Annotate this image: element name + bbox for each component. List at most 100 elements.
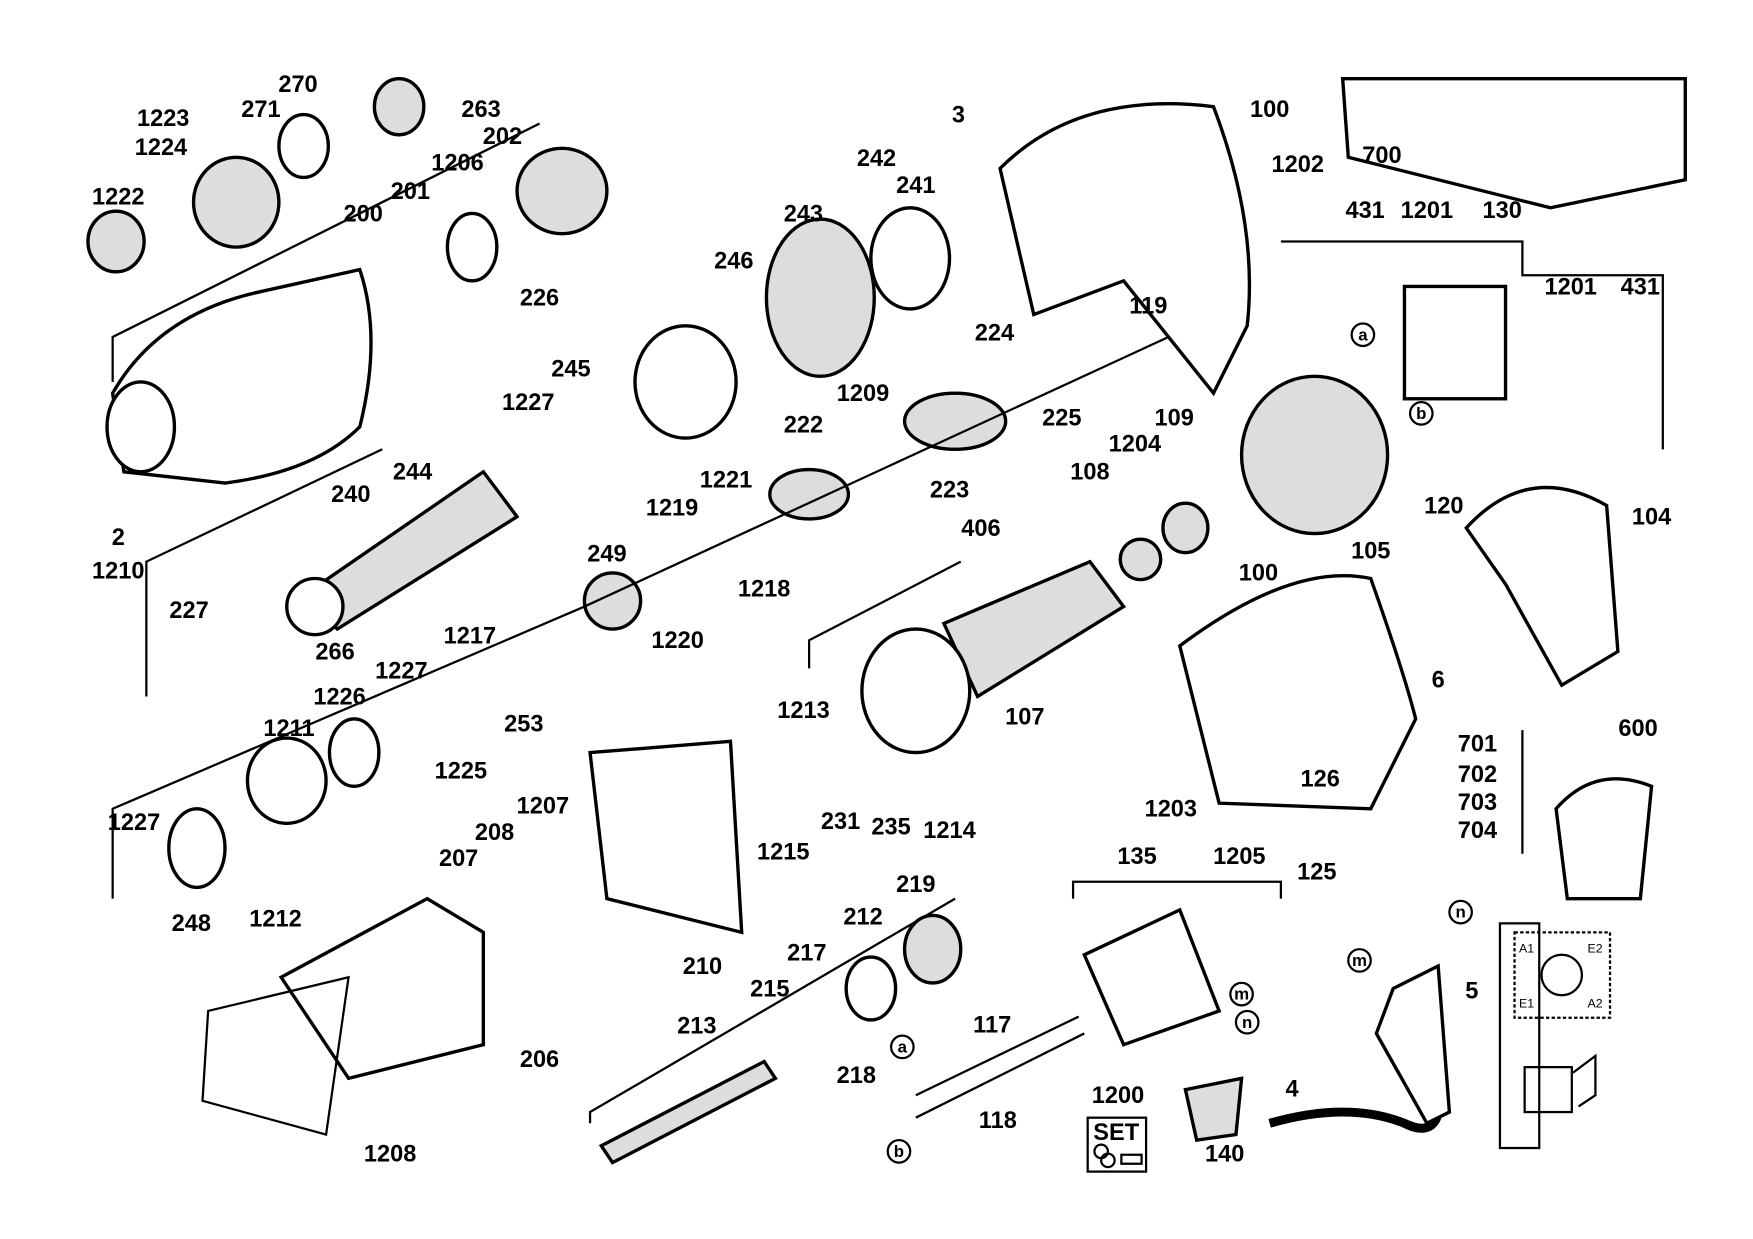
part-number-label: 1207 — [517, 792, 569, 818]
disc-springs-part — [633, 324, 738, 440]
connection-marker-label: m — [1234, 985, 1249, 1004]
connection-marker: m — [1347, 948, 1372, 973]
brush-holder-part — [1402, 284, 1508, 401]
cable-part — [915, 1032, 1085, 1119]
tool-holder-part — [285, 576, 345, 637]
part-number-label: 215 — [750, 975, 789, 1001]
case-part — [1340, 76, 1687, 210]
connection-marker-label: n — [1455, 903, 1465, 922]
part-number-label: 227 — [169, 597, 208, 623]
gear-housing-part — [110, 267, 373, 485]
part-number-label: 1226 — [313, 683, 365, 709]
connection-marker: n — [1234, 1009, 1260, 1035]
part-number-label: 108 — [1070, 459, 1109, 485]
ring-part — [445, 211, 499, 283]
part-number-label: 222 — [784, 411, 823, 437]
part-number-label: 242 — [857, 145, 896, 171]
part-number-label: 1210 — [92, 557, 144, 583]
housing-bore-part — [105, 380, 177, 474]
gear-wheel-part — [902, 913, 963, 985]
part-number-label: 213 — [677, 1012, 716, 1038]
bearing-plate-part — [869, 206, 952, 311]
part-number-label: 231 — [821, 808, 860, 834]
drive-shaft-part — [598, 1059, 778, 1165]
part-number-label: 431 — [1621, 273, 1660, 299]
part-number-label: 202 — [483, 123, 522, 149]
part-number-label: 1215 — [757, 838, 809, 864]
part-number-label: 270 — [278, 71, 317, 97]
part-number-label: 104 — [1632, 504, 1671, 530]
part-number-label: 1205 — [1213, 843, 1265, 869]
capacitor-part — [1183, 1076, 1244, 1143]
part-number-label: 1221 — [700, 467, 752, 493]
connection-marker-label: a — [1358, 325, 1368, 344]
switch-part — [1082, 907, 1222, 1047]
field-coil-part — [1239, 374, 1390, 536]
part-number-label: 249 — [587, 541, 626, 567]
part-number-label: 240 — [331, 481, 370, 507]
part-number-label: 223 — [930, 477, 969, 503]
part-number-label: 1213 — [777, 697, 829, 723]
fan-part — [860, 627, 972, 755]
part-number-label: 120 — [1424, 492, 1463, 518]
part-number-label: 244 — [393, 459, 432, 485]
part-number-label: 100 — [1250, 96, 1289, 122]
part-number-label: 210 — [683, 953, 722, 979]
part-number-label: 248 — [172, 910, 211, 936]
part-number-label: 5 — [1465, 978, 1478, 1004]
gear-housing-cover-part — [278, 896, 486, 1081]
part-number-label: 100 — [1239, 560, 1278, 586]
part-number-label: 704 — [1458, 817, 1497, 843]
gasket-part — [201, 975, 350, 1136]
connection-marker-label: m — [1352, 951, 1367, 970]
part-number-label: 1206 — [431, 150, 483, 176]
part-number-label: 119 — [1129, 292, 1167, 318]
part-number-label: 1220 — [651, 627, 703, 653]
cable-part — [915, 1015, 1080, 1097]
intermediate-shaft-part — [902, 391, 1008, 452]
connection-marker: a — [1350, 322, 1376, 348]
motor-housing-part — [998, 102, 1252, 397]
part-number-label: 1218 — [738, 575, 790, 601]
connection-marker: m — [1229, 981, 1254, 1007]
part-number-label: 117 — [973, 1011, 1011, 1037]
connection-marker: b — [1408, 401, 1434, 426]
part-number-label: 105 — [1351, 537, 1390, 563]
part-number-label: 1224 — [135, 134, 187, 160]
spring-part — [372, 76, 426, 137]
part-number-label: 1200 — [1092, 1082, 1144, 1108]
connection-marker-label: b — [894, 1142, 904, 1161]
part-number-label: 701 — [1458, 730, 1497, 756]
part-number-label: 243 — [784, 200, 823, 226]
part-number-label: 1212 — [249, 906, 301, 932]
part-number-label: 224 — [975, 319, 1014, 345]
part-number-label: 1201 — [1401, 197, 1453, 223]
set-badge: SET — [1086, 1116, 1148, 1173]
part-number-label: 107 — [1005, 704, 1044, 730]
part-number-label: 200 — [343, 200, 382, 226]
terminal-label: A2 — [1588, 997, 1603, 1011]
part-number-label: 241 — [896, 172, 935, 198]
part-number-label: 600 — [1618, 715, 1657, 741]
part-number-label: 130 — [1483, 197, 1522, 223]
connection-marker: n — [1448, 899, 1473, 925]
part-number-label: 225 — [1042, 405, 1081, 431]
part-number-label: 702 — [1458, 761, 1497, 787]
part-number-label: 406 — [961, 515, 1000, 541]
ring-part — [277, 112, 331, 180]
part-number-label: 218 — [837, 1062, 876, 1088]
connection-marker-label: a — [898, 1038, 908, 1057]
ring-part — [327, 717, 381, 788]
part-number-label: 3 — [952, 101, 965, 127]
terminal-label: A1 — [1519, 942, 1534, 956]
part-number-label: 226 — [520, 285, 559, 311]
part-number-label: 206 — [520, 1046, 559, 1072]
part-number-label: 6 — [1432, 666, 1445, 692]
part-number-label: 4 — [1286, 1075, 1299, 1101]
part-number-label: 126 — [1301, 765, 1340, 791]
part-number-label: 201 — [391, 178, 430, 204]
part-number-label: 245 — [551, 355, 590, 381]
